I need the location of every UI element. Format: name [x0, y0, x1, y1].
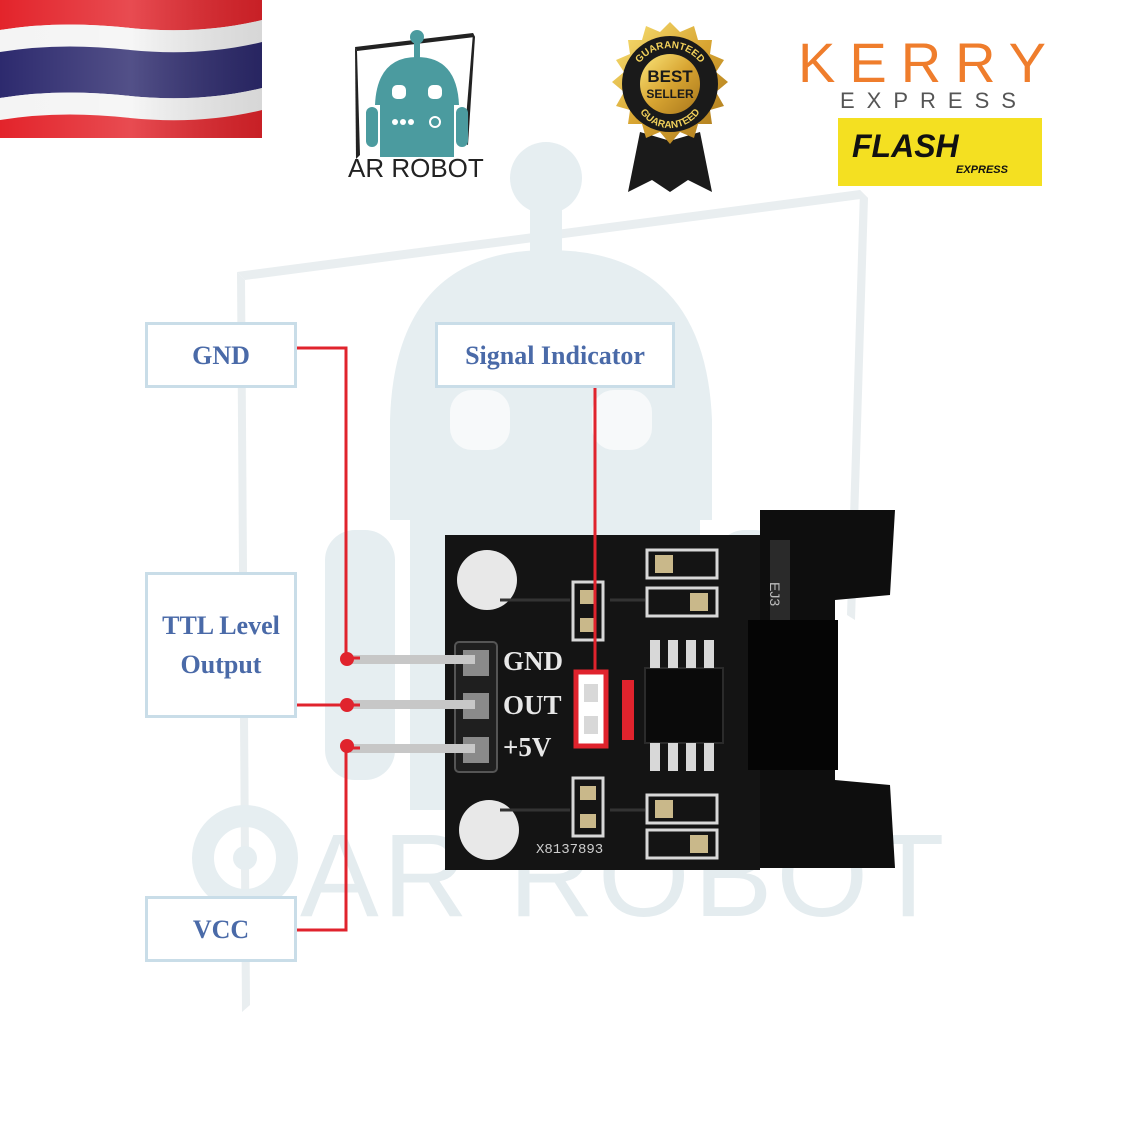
ar-robot-logo: AR ROBOT	[340, 25, 490, 190]
kerry-sub-text: EXPRESS	[840, 88, 1028, 113]
mounting-hole	[459, 800, 519, 860]
label-gnd: GND	[145, 322, 297, 388]
badge-main-2: SELLER	[646, 87, 694, 101]
robot-logo-icon	[355, 30, 475, 159]
mounting-hole	[457, 550, 517, 610]
svg-text:EJ3: EJ3	[767, 582, 783, 606]
label-ttl-line1: TTL Level	[162, 611, 280, 640]
wire-node	[340, 652, 354, 666]
signal-led	[573, 669, 609, 749]
thai-flag-icon	[0, 0, 262, 138]
flash-name: FLASH	[852, 128, 959, 164]
badge-main-1: BEST	[647, 67, 693, 86]
label-signal-text: Signal Indicator	[465, 340, 645, 370]
wire-node	[340, 698, 354, 712]
pin-label-5v: +5V	[503, 732, 552, 762]
wire-node	[340, 739, 354, 753]
label-ttl-line2: Output	[180, 650, 262, 679]
label-ttl-output: TTL Level Output	[145, 572, 297, 718]
best-seller-badge-icon: GUARANTEED GUARANTEED BEST SELLER	[612, 22, 728, 192]
label-signal-indicator: Signal Indicator	[435, 322, 675, 388]
pin-label-out: OUT	[503, 690, 562, 720]
pin-label-gnd: GND	[503, 646, 563, 676]
brand-name: AR ROBOT	[348, 153, 484, 183]
label-gnd-text: GND	[192, 340, 250, 370]
board-code: X8137893	[536, 842, 604, 858]
label-vcc-text: VCC	[192, 914, 250, 944]
label-vcc: VCC	[145, 896, 297, 962]
flash-sub: EXPRESS	[956, 164, 1008, 176]
flash-express-logo: FLASH EXPRESS	[838, 118, 1042, 186]
kerry-logo-text: KERRY	[798, 31, 1060, 94]
